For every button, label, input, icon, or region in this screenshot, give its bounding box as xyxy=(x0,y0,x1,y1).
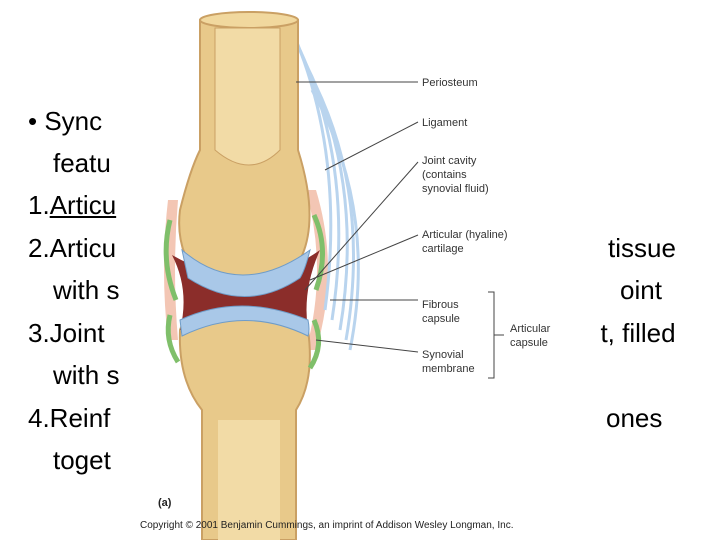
label-articular-cartilage-2: cartilage xyxy=(422,243,464,255)
label-joint-cavity-1: Joint cavity xyxy=(422,155,477,167)
articular-cartilage-lower xyxy=(179,305,310,337)
label-articular-cartilage-1: Articular (hyaline) xyxy=(422,229,508,241)
synovial-joint-figure: Periosteum Ligament Joint cavity (contai… xyxy=(120,0,600,540)
list-item-4-cont-left: toget xyxy=(53,445,111,475)
fibrous-capsule-right xyxy=(306,190,328,350)
synovial-membrane-left-lower xyxy=(165,314,181,364)
bullet-text: Sync xyxy=(44,106,103,136)
list-item-4-right: ones xyxy=(606,403,663,433)
list-item-2-right: tissue xyxy=(608,233,676,263)
copyright-notice: Copyright © 2001 Benjamin Cummings, an i… xyxy=(140,520,513,531)
upper-bone-top xyxy=(199,11,299,29)
list-item-2-cont-right: oint xyxy=(620,275,662,305)
list-term-1: Articu xyxy=(49,190,117,220)
synovial-membrane-right-lower xyxy=(307,318,322,370)
list-item-2-cont-left: with s xyxy=(53,275,120,305)
list-item-3-left: 3.Joint xyxy=(28,318,105,348)
label-ligament: Ligament xyxy=(422,117,467,129)
label-fibrous-capsule-1: Fibrous xyxy=(422,299,459,311)
label-articular-capsule-1: Articular xyxy=(510,323,551,335)
bullet-glyph: • xyxy=(28,106,38,136)
label-periosteum: Periosteum xyxy=(422,77,478,89)
label-articular-capsule-2: capsule xyxy=(510,337,548,349)
bullet-line-2: featu xyxy=(53,148,111,178)
medullary-cavity-lower xyxy=(218,420,280,540)
bullet-line-1: • Sync xyxy=(28,106,102,137)
list-item-2-left: 2.Articu xyxy=(28,233,117,263)
synovial-membrane-right-upper xyxy=(311,213,326,291)
label-synovial-membrane-2: membrane xyxy=(422,363,475,375)
panel-letter: (a) xyxy=(158,497,172,509)
label-fibrous-capsule-2: capsule xyxy=(422,313,460,325)
label-synovial-membrane-1: Synovial xyxy=(422,349,464,361)
articular-cartilage-upper xyxy=(181,248,311,297)
list-number-1: 1. xyxy=(28,190,50,220)
list-item-4-left: 4.Reinf xyxy=(28,403,111,433)
synovial-membrane-left-upper xyxy=(163,219,179,301)
medullary-cavity-upper xyxy=(214,27,281,166)
list-item-3-right: et, filled xyxy=(586,318,676,348)
list-item-3-cont-left: with s xyxy=(53,360,120,390)
leader-lines xyxy=(296,81,504,379)
label-joint-cavity-2: (contains xyxy=(422,169,467,181)
list-item-1: 1.Articu xyxy=(28,190,116,221)
label-joint-cavity-3: synovial fluid) xyxy=(422,183,489,195)
